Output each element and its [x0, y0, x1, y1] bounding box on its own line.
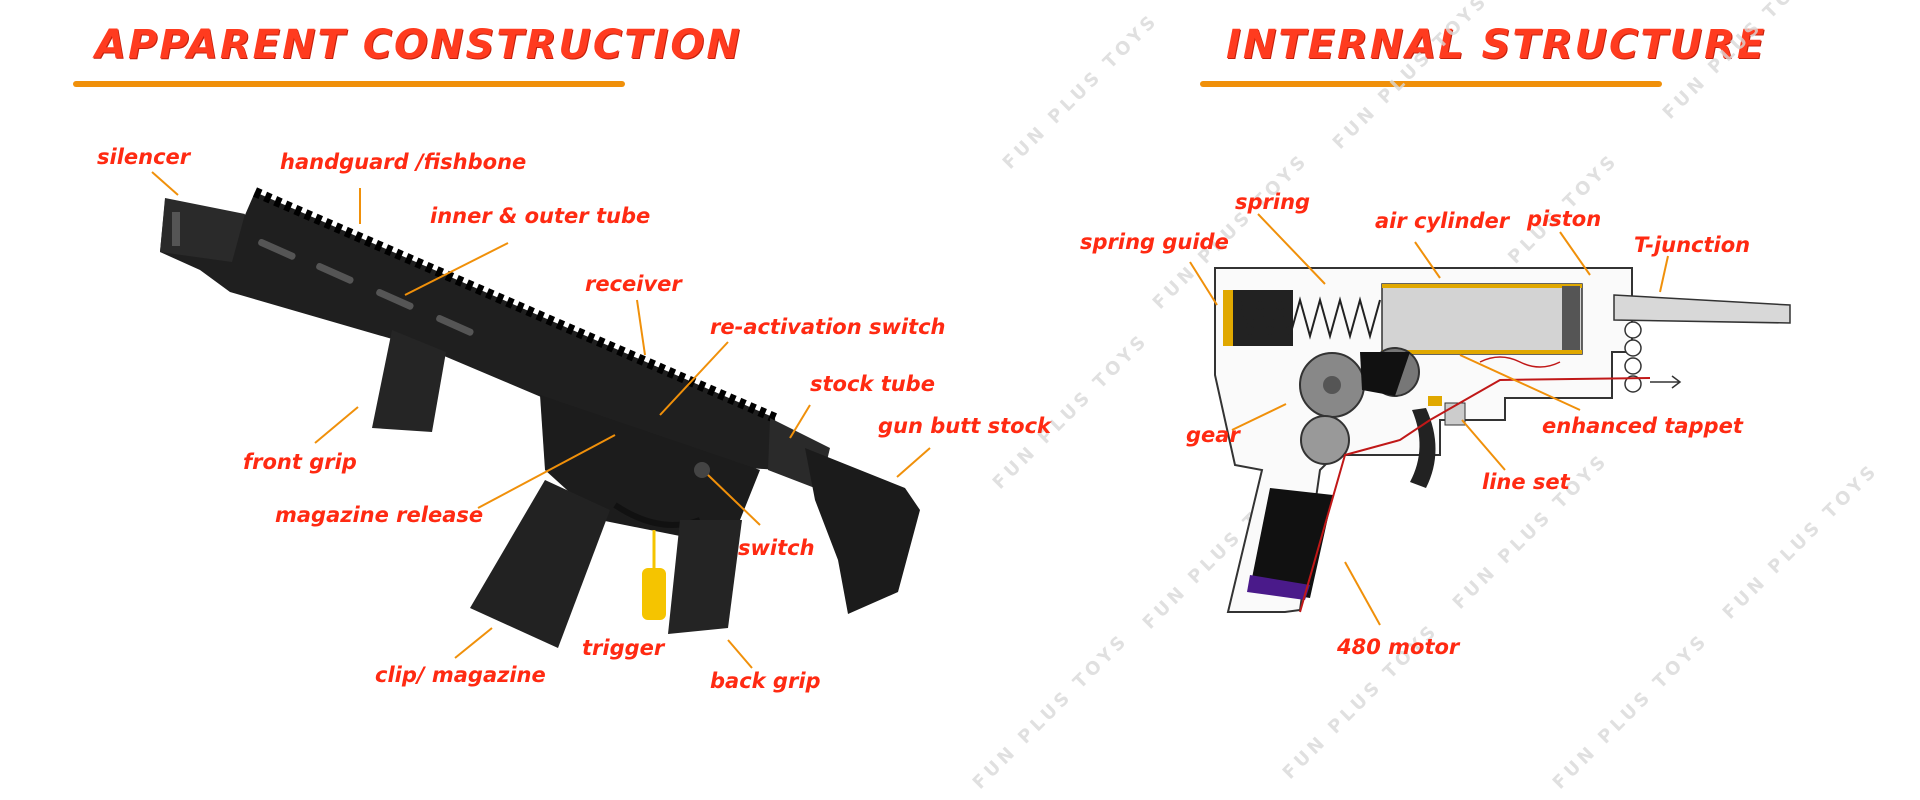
label-stock-tube: stock tube	[810, 372, 935, 396]
label-gear: gear	[1186, 423, 1240, 447]
air-cylinder-shape	[1381, 283, 1583, 355]
label-trigger: trigger	[582, 636, 665, 660]
t-junction-barrel	[1613, 294, 1791, 324]
piston-shape	[1562, 286, 1580, 350]
blaster-rifle-illustration	[160, 187, 920, 648]
gearbox-leader-lines	[1189, 213, 1669, 626]
label-t-junction: T-junction	[1634, 233, 1751, 257]
internal-title-underline	[1200, 81, 1662, 87]
label-receiver: receiver	[585, 272, 682, 296]
watermark-text: FUN PLUS TOYS	[1549, 629, 1713, 793]
watermark-text: FUN PLUS TOYS	[999, 9, 1163, 173]
switch-knob	[694, 462, 710, 478]
label-re-activation-switch: re-activation switch	[710, 315, 946, 339]
label-enhanced-tappet: enhanced tappet	[1542, 414, 1743, 438]
label-line-set: line set	[1482, 470, 1570, 494]
label-piston: piston	[1527, 207, 1602, 231]
internal-structure-title: INTERNAL STRUCTURE	[1226, 22, 1767, 68]
watermark-text: FUN PLUS TOYS	[1719, 459, 1883, 623]
motor-cap	[1247, 575, 1310, 600]
wiring-red	[1299, 377, 1651, 613]
label-clip-magazine: clip/ magazine	[375, 663, 546, 687]
label-air-cylinder: air cylinder	[1375, 209, 1510, 233]
watermark-text: FUN PLUS TOYS	[1329, 0, 1493, 154]
label-silencer: silencer	[97, 145, 191, 169]
back-grip-shape	[668, 520, 742, 634]
nozzle-stack	[1624, 321, 1642, 393]
label-switch: switch	[738, 536, 815, 560]
label-spring: spring	[1235, 190, 1311, 214]
watermark-text: FUN PLUS TOYS	[969, 629, 1133, 793]
magazine-shape	[470, 480, 610, 648]
butt-stock-shape	[805, 448, 920, 614]
label-magazine-release: magazine release	[275, 503, 484, 527]
spring-guide-shape	[1223, 290, 1233, 346]
apparent-construction-title: APPARENT CONSTRUCTION	[95, 22, 742, 68]
tappet-plate	[1360, 352, 1410, 396]
label-front-grip: front grip	[243, 450, 357, 474]
label-gun-butt-stock: gun butt stock	[878, 414, 1051, 438]
watermark-text: FUN PLUS TOYS	[989, 329, 1153, 493]
label-spring-guide: spring guide	[1080, 230, 1229, 254]
handguard-slots	[258, 238, 474, 336]
trigger-tag	[642, 568, 666, 620]
gun-leader-lines	[151, 171, 931, 669]
label-480-motor: 480 motor	[1337, 635, 1460, 659]
watermark-text: FUN PLUS TOYS	[1659, 0, 1823, 124]
spring-shape	[1239, 296, 1381, 340]
apparent-title-underline	[73, 81, 625, 87]
label-inner-outer-tube: inner & outer tube	[430, 204, 651, 228]
gearbox-illustration	[1214, 267, 1791, 613]
front-grip-shape	[372, 330, 446, 432]
silencer-shape	[160, 198, 245, 262]
label-back-grip: back grip	[710, 669, 821, 693]
label-handguard-fishbone: handguard /fishbone	[280, 150, 527, 174]
gear-small	[1300, 415, 1350, 465]
gearbox-trigger	[1410, 408, 1436, 488]
